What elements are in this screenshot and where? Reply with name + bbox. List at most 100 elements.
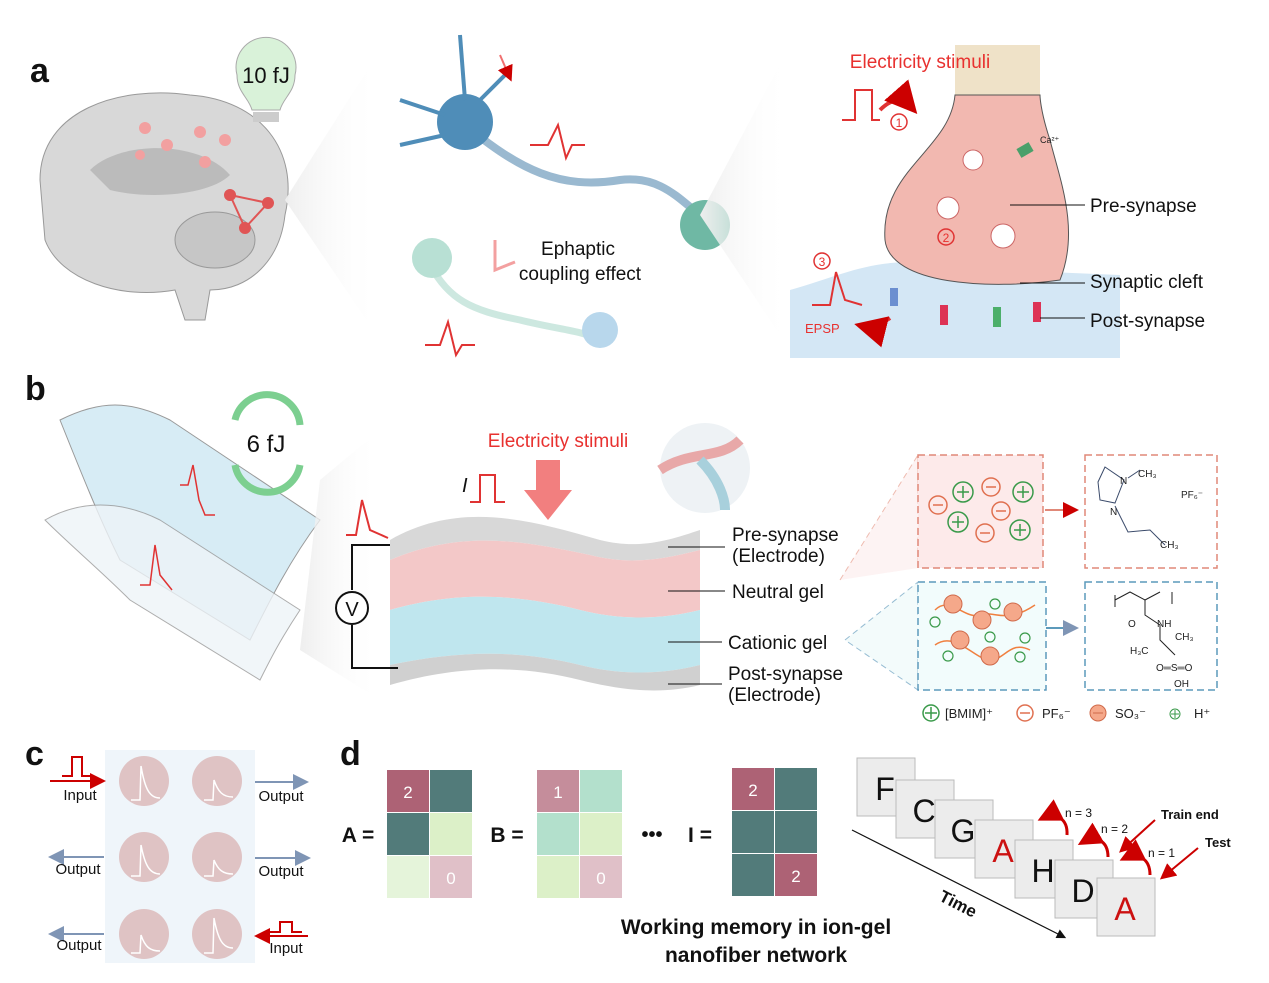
chem-n: N	[1110, 507, 1117, 518]
matrix-cell-value: 2	[748, 781, 757, 800]
input-label-bottom-right: Input	[269, 940, 303, 957]
pre-synapse-electrode-label-1: Pre-synapse	[732, 525, 839, 546]
letter-card-text: G	[951, 813, 976, 849]
gel-illustration: Electricity stimuli I V Pre-synapse (Ele…	[335, 423, 843, 706]
matrix-label: B =	[490, 824, 523, 847]
zoom-wedge	[300, 430, 380, 700]
step-2: 2	[943, 231, 950, 245]
legend-item-so3: SO₃⁻	[1089, 704, 1146, 722]
brain-illustration	[39, 92, 289, 321]
matrix-cell	[537, 856, 579, 898]
energy-badge-a: 10 fJ	[242, 63, 290, 88]
output-label-top-right: Output	[258, 788, 304, 805]
letter-card-text: D	[1071, 873, 1094, 909]
matrix-cell	[387, 856, 429, 898]
legend-item-pf6: PF₆⁻	[1016, 704, 1071, 722]
panel-label-c: c	[25, 735, 44, 773]
legend-label: SO₃⁻	[1115, 706, 1146, 721]
chem-h3c: H₃C	[1130, 646, 1149, 657]
chem-pf6: PF₆⁻	[1181, 490, 1203, 501]
matrix-cell	[580, 770, 622, 812]
synapse-illustration: Ca²⁺ Electricity stimuli 1 2 3 EPSP Pre-…	[790, 45, 1205, 358]
chem-ch3-top: CH₃	[1138, 469, 1157, 480]
input-label-top: Input	[63, 787, 97, 804]
neurons-illustration: Ephaptic coupling effect	[399, 34, 730, 358]
calcium-ion-label: Ca²⁺	[1040, 135, 1060, 145]
matrix-cell	[387, 770, 429, 812]
test-label: Test	[1205, 835, 1231, 850]
matrix-cell	[732, 811, 774, 853]
cationic-gel-label: Cationic gel	[728, 633, 827, 654]
cationic-gel-zoom: O NH CH₃ H₃C O═S═O OH	[844, 580, 1218, 691]
lightbulb-icon: 10 fJ	[235, 36, 297, 122]
matrix-cell	[430, 856, 472, 898]
letter-matrices: A = 2 0 B = 1 0 I = 2 2	[342, 768, 817, 898]
matrix-cell	[537, 813, 579, 855]
pre-synapse-electrode-label-2: (Electrode)	[732, 546, 825, 567]
output-label-bottom-left: Output	[56, 937, 102, 954]
output-label-mid-left: Output	[55, 861, 101, 878]
matrix-cell-value: 1	[553, 783, 562, 802]
legend-item-bmim: [BMIM]⁺	[922, 704, 993, 722]
zoom-wedge	[285, 50, 380, 340]
matrix-label: I =	[688, 824, 712, 847]
device-illustration: 6 fJ	[44, 391, 321, 681]
matrix-cell	[580, 856, 622, 898]
matrix-cell	[537, 770, 579, 812]
chem-ch3-end: CH₃	[1160, 540, 1179, 551]
time-axis	[851, 829, 1067, 939]
letter-card	[1096, 877, 1156, 937]
caption-line-2: nanofiber network	[665, 944, 847, 967]
output-label-mid-right: Output	[258, 863, 304, 880]
letter-card-text: C	[912, 793, 935, 829]
matrix-cell	[430, 813, 472, 855]
recall-arrows: n = 3 n = 2 n = 1 Train end Test	[1037, 799, 1231, 880]
step-1: 1	[896, 116, 903, 130]
matrix-cell	[775, 768, 817, 810]
legend-label: [BMIM]⁺	[945, 706, 993, 721]
matrix-cell	[732, 768, 774, 810]
electricity-stimuli-label-a: Electricity stimuli	[850, 52, 990, 73]
matrix-label: A =	[342, 824, 374, 847]
ellipsis: •••	[641, 824, 662, 846]
chem-so2: O═S═O	[1156, 663, 1193, 674]
electricity-stimuli-label-b: Electricity stimuli	[488, 431, 628, 452]
legend-item-h: H⁺	[1169, 706, 1210, 721]
matrix-cell	[732, 854, 774, 896]
chem-o: O	[1128, 619, 1136, 630]
ephaptic-label-1: Ephaptic	[541, 239, 615, 260]
post-synapse-electrode-label-2: (Electrode)	[728, 685, 821, 706]
ephaptic-label-2: coupling effect	[519, 264, 642, 285]
panel-label-d: d	[340, 735, 361, 773]
matrix-cell	[430, 770, 472, 812]
n1-label: n = 1	[1148, 846, 1175, 860]
matrix-cell-value: 2	[403, 783, 412, 802]
zoom-wedge	[700, 45, 790, 350]
n3-label: n = 3	[1065, 806, 1092, 820]
matrix-cell	[580, 813, 622, 855]
network-array: Input Output Output Output Output Input	[48, 750, 311, 963]
epsp-label: EPSP	[805, 321, 840, 336]
step-3: 3	[819, 255, 826, 269]
pre-synapse-label-a: Pre-synapse	[1090, 196, 1197, 217]
chem-nh: NH	[1157, 619, 1171, 630]
letter-card-text: F	[875, 771, 895, 807]
matrix-cell	[387, 813, 429, 855]
panel-label-b: b	[25, 370, 46, 408]
ion-legend: [BMIM]⁺ PF₆⁻ SO₃⁻ H⁺	[922, 704, 1210, 722]
post-synapse-label-a: Post-synapse	[1090, 311, 1205, 332]
matrix-cell	[775, 854, 817, 896]
matrix-cell-value: 0	[446, 869, 455, 888]
matrix-cell-value: 2	[791, 867, 800, 886]
legend-label: H⁺	[1194, 706, 1210, 721]
panel-label-a: a	[30, 52, 50, 90]
post-synapse-electrode-label-1: Post-synapse	[728, 664, 843, 685]
chem-ch3: CH₃	[1175, 632, 1194, 643]
neutral-gel-zoom: N CH₃ N CH₃ PF₆⁻	[839, 453, 1218, 581]
caption-line-1: Working memory in ion-gel	[621, 916, 891, 939]
neutral-gel-label: Neutral gel	[732, 582, 824, 603]
legend-label: PF₆⁻	[1042, 706, 1071, 721]
matrix-cell-value: 0	[596, 869, 605, 888]
